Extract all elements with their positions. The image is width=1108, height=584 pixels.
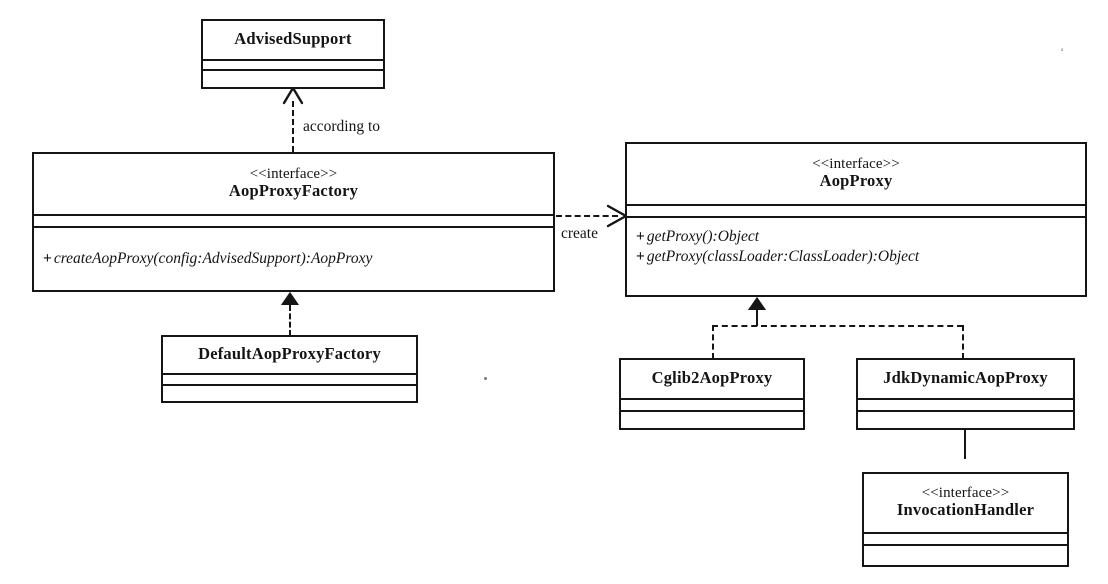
class-box-aop-proxy-factory[interactable]: <<interface>> AopProxyFactory +createAop…: [32, 152, 555, 292]
class-attributes-advised-support: [203, 61, 383, 71]
class-attributes-aop-proxy-factory: [34, 216, 553, 228]
realization-drop-cglib: [712, 325, 714, 359]
class-header-advised-support: AdvisedSupport: [203, 21, 383, 61]
operation-get-proxy: +getProxy():Object: [636, 227, 1077, 247]
operation-visibility: +: [636, 247, 645, 265]
class-box-aop-proxy[interactable]: <<interface>> AopProxy +getProxy():Objec…: [625, 142, 1087, 297]
edge-label-create: create: [561, 225, 598, 242]
class-box-jdk-dynamic-aop-proxy[interactable]: JdkDynamicAopProxy: [856, 358, 1075, 430]
class-header-jdk-dynamic-aop-proxy: JdkDynamicAopProxy: [858, 360, 1073, 400]
class-name-default-aop-proxy-factory: DefaultAopProxyFactory: [198, 344, 381, 364]
realization-line-default-factory: [289, 305, 291, 336]
operation-get-proxy-classloader: +getProxy(classLoader:ClassLoader):Objec…: [636, 247, 1077, 267]
class-name-aop-proxy: AopProxy: [819, 171, 893, 191]
class-attributes-jdk-dynamic-aop-proxy: [858, 400, 1073, 412]
dependency-line-according-to: [292, 101, 294, 152]
class-name-invocation-handler: InvocationHandler: [896, 500, 1035, 520]
class-name-aop-proxy-factory: AopProxyFactory: [228, 181, 359, 201]
class-header-aop-proxy: <<interface>> AopProxy: [627, 144, 1085, 206]
class-operations-aop-proxy-factory: +createAopProxy(config:AdvisedSupport):A…: [34, 228, 553, 290]
operation-visibility: +: [43, 250, 52, 268]
class-header-cglib2-aop-proxy: Cglib2AopProxy: [621, 360, 803, 400]
realization-bus-aop-proxy: [712, 325, 963, 327]
class-name-cglib2-aop-proxy: Cglib2AopProxy: [651, 368, 773, 388]
class-operations-jdk-dynamic-aop-proxy: [858, 412, 1073, 428]
operation-signature: createAopProxy(config:AdvisedSupport):Ao…: [53, 250, 373, 268]
operation-signature: getProxy():Object: [646, 228, 760, 245]
stereotype-aop-proxy: <<interface>>: [812, 155, 900, 172]
class-operations-default-aop-proxy-factory: [163, 386, 416, 401]
generalization-line-invocation-handler: [964, 429, 966, 459]
realization-drop-jdk: [962, 325, 964, 359]
scan-artifact-speck: [484, 377, 487, 380]
class-operations-invocation-handler: [864, 546, 1067, 565]
class-operations-aop-proxy: +getProxy():Object +getProxy(classLoader…: [627, 218, 1085, 295]
realization-stem-aop-proxy: [756, 310, 758, 326]
class-name-advised-support: AdvisedSupport: [234, 29, 352, 49]
class-operations-cglib2-aop-proxy: [621, 412, 803, 428]
operation-visibility: +: [636, 228, 645, 245]
operation-create-aop-proxy: +createAopProxy(config:AdvisedSupport):A…: [43, 249, 545, 269]
class-attributes-invocation-handler: [864, 534, 1067, 546]
edge-label-according-to: according to: [303, 118, 381, 135]
class-header-default-aop-proxy-factory: DefaultAopProxyFactory: [163, 337, 416, 375]
class-name-jdk-dynamic-aop-proxy: JdkDynamicAopProxy: [883, 368, 1048, 388]
class-box-cglib2-aop-proxy[interactable]: Cglib2AopProxy: [619, 358, 805, 430]
class-attributes-cglib2-aop-proxy: [621, 400, 803, 412]
dependency-line-create: [556, 215, 618, 217]
class-header-invocation-handler: <<interface>> InvocationHandler: [864, 474, 1067, 534]
class-attributes-default-aop-proxy-factory: [163, 375, 416, 386]
stereotype-invocation-handler: <<interface>>: [921, 484, 1010, 501]
class-attributes-aop-proxy: [627, 206, 1085, 218]
class-header-aop-proxy-factory: <<interface>> AopProxyFactory: [34, 154, 553, 216]
stereotype-aop-proxy-factory: <<interface>>: [249, 165, 338, 182]
class-operations-advised-support: [203, 71, 383, 87]
class-box-invocation-handler[interactable]: <<interface>> InvocationHandler: [862, 472, 1069, 567]
class-box-advised-support[interactable]: AdvisedSupport: [201, 19, 385, 89]
operation-signature: getProxy(classLoader:ClassLoader):Object: [646, 247, 920, 265]
class-box-default-aop-proxy-factory[interactable]: DefaultAopProxyFactory: [161, 335, 418, 403]
scan-artifact-mark: ʻ: [1060, 44, 1065, 59]
